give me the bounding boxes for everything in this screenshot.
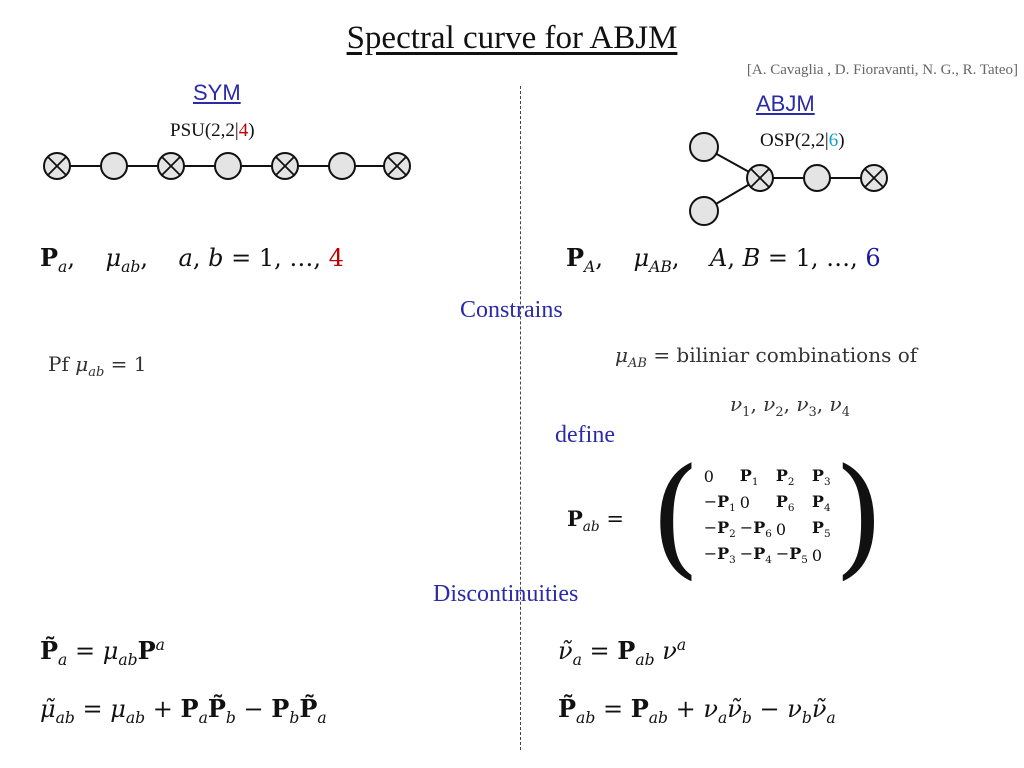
node — [803, 164, 831, 192]
sym-discontinuity-p: P̃a = μabPa — [40, 636, 165, 669]
abjm-variables: PA, μAB, A, B = 1, …, 6 — [566, 243, 881, 276]
node — [328, 152, 356, 180]
constrains-heading: Constrains — [460, 297, 563, 323]
discontinuities-heading: Discontinuities — [433, 581, 579, 607]
osp-algebra-label: OSP(2,2|6) — [760, 130, 845, 151]
citation: [A. Cavaglia , D. Fioravanti, N. G., R. … — [746, 62, 1018, 78]
node — [100, 152, 128, 180]
sym-variables: Pa, μab, a, b = 1, …, 4 — [40, 243, 344, 276]
abjm-label: ABJM — [756, 91, 815, 116]
column-divider — [520, 86, 521, 750]
abjm-discontinuity-p: P̃ab = Pab + νaν̃b − νbν̃a — [558, 694, 836, 727]
sym-discontinuity-mu: μ̃ab = μab + PaP̃b − PbP̃a — [40, 694, 327, 727]
node — [689, 132, 719, 162]
p-ab-lhs: Pab = — [567, 506, 624, 536]
node — [689, 196, 719, 226]
sym-label: SYM — [193, 80, 241, 105]
abjm-constraint: μAB = biliniar combinations of — [615, 343, 918, 371]
slide-title: Spectral curve for ABJM — [346, 20, 678, 56]
node — [214, 152, 242, 180]
sym-dynkin-diagram — [43, 152, 411, 180]
sym-constraint: Pf μab = 1 — [48, 352, 147, 380]
abjm-discontinuity-nu: ν̃a = Pab νa — [558, 636, 687, 669]
abjm-dynkin-diagram — [689, 132, 888, 226]
psu-algebra-label: PSU(2,2|4) — [170, 120, 255, 141]
abjm-nu-list: ν1, ν2, ν3, ν4 — [730, 392, 850, 420]
define-label: define — [555, 422, 615, 448]
